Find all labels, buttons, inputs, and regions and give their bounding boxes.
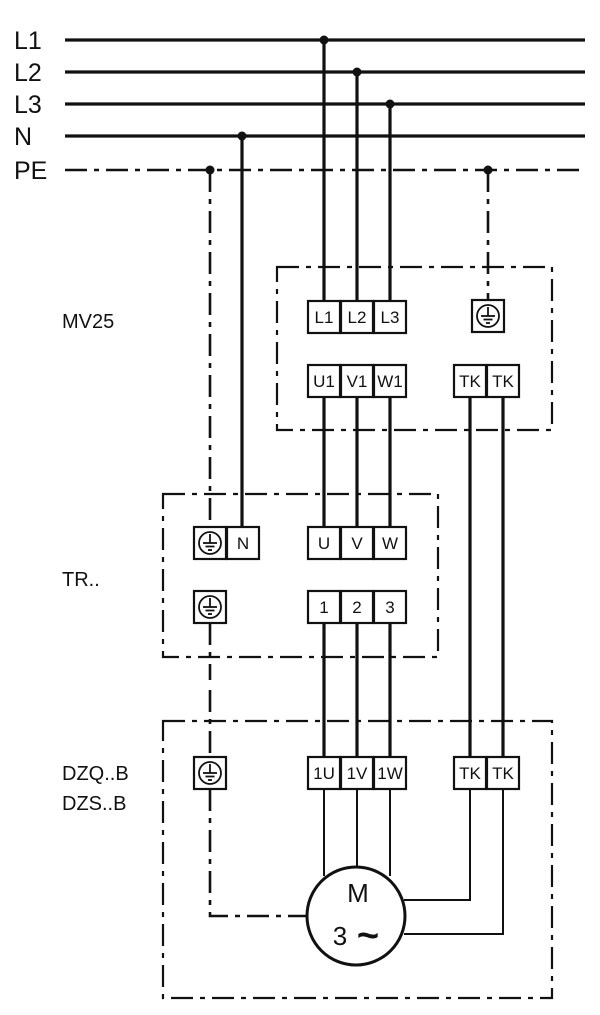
mv25-thermal-terminals: TK TK (452, 363, 521, 399)
terminal-box-l2 (339, 299, 375, 335)
terminal-box-3 (372, 589, 408, 625)
terminal-mv25-tk-left: TK (459, 372, 481, 391)
terminal-box-l1 (306, 299, 342, 335)
terminal-box-w1 (372, 363, 408, 399)
terminal-box-dz-tk-left (452, 755, 488, 791)
phase-wires (240, 40, 505, 757)
terminal-box-mv25-tk-right (485, 363, 521, 399)
terminal-l1: L1 (315, 308, 334, 327)
terminal-2: 2 (352, 598, 361, 617)
bus-label-l3: L3 (14, 91, 42, 119)
terminal-box-dz-tk-right (485, 755, 521, 791)
motor-ac-symbol: ~ (357, 915, 379, 957)
earth-ground-icon (198, 595, 222, 619)
motor-leads (323, 789, 504, 935)
terminal-dz-tk-left: TK (459, 764, 481, 783)
terminal-l3: L3 (381, 308, 400, 327)
pe-wire-to-motor (208, 789, 307, 918)
terminal-w1: W1 (377, 372, 403, 391)
group-labels: MV25 TR.. DZQ..B DZS..B (62, 311, 129, 815)
earth-ground-icon (476, 304, 500, 328)
terminal-box-n (225, 525, 261, 561)
motor-phases: 3 (333, 921, 347, 951)
terminal-u1: U1 (313, 372, 335, 391)
terminal-box-1v (339, 755, 375, 791)
tr-lower-terminals: 1 2 3 (192, 589, 408, 625)
terminal-3: 3 (385, 598, 394, 617)
terminal-box-l3 (372, 299, 408, 335)
terminal-1w: 1W (377, 764, 403, 783)
bus-labels: L1 L2 L3 N PE (14, 27, 47, 185)
terminal-w: W (382, 534, 398, 553)
lead-tk-left (404, 789, 471, 901)
terminal-box-v1 (339, 363, 375, 399)
mv25-box (275, 265, 554, 432)
terminal-box-u1 (306, 363, 342, 399)
terminal-mv25-tk-right: TK (492, 372, 514, 391)
group-label-mv25: MV25 (62, 311, 114, 333)
terminal-dz-tk-right: TK (492, 764, 514, 783)
bus-label-l1: L1 (14, 27, 42, 55)
terminal-l2: L2 (348, 308, 367, 327)
terminal-v: V (351, 534, 363, 553)
bus-label-l2: L2 (14, 59, 42, 87)
terminal-box-w (372, 525, 408, 561)
terminal-box-mv25-tk-left (452, 363, 488, 399)
dz-terminals: 1U 1V 1W TK TK (192, 755, 521, 791)
mv25-output-terminals: U1 V1 W1 (306, 363, 408, 399)
terminal-box-1 (306, 589, 342, 625)
mv25-earth-terminal (470, 298, 506, 334)
terminal-1: 1 (319, 598, 328, 617)
earth-ground-icon (198, 761, 222, 785)
pe-conductors (208, 170, 490, 918)
terminal-1u: 1U (313, 764, 335, 783)
earth-ground-icon (198, 531, 222, 555)
motor-circle (305, 865, 407, 967)
tr-upper-terminals: N U V W (192, 525, 408, 561)
bus-label-pe: PE (14, 157, 47, 185)
lead-tk-right (404, 789, 504, 935)
group-label-tr: TR.. (62, 569, 100, 591)
group-label-dzq: DZQ..B (62, 763, 129, 785)
motor-letter: M (347, 878, 369, 908)
group-label-dzs: DZS..B (62, 793, 126, 815)
tr-box (161, 492, 440, 659)
bus-label-n: N (14, 123, 32, 151)
terminal-v1: V1 (347, 372, 368, 391)
mv25-supply-terminals: L1 L2 L3 (306, 299, 408, 335)
terminal-1v: 1V (347, 764, 368, 783)
motor-symbol: M 3 ~ (305, 865, 407, 967)
terminal-n: N (237, 534, 249, 553)
terminal-u: U (318, 534, 330, 553)
terminal-box-1w (372, 755, 408, 791)
